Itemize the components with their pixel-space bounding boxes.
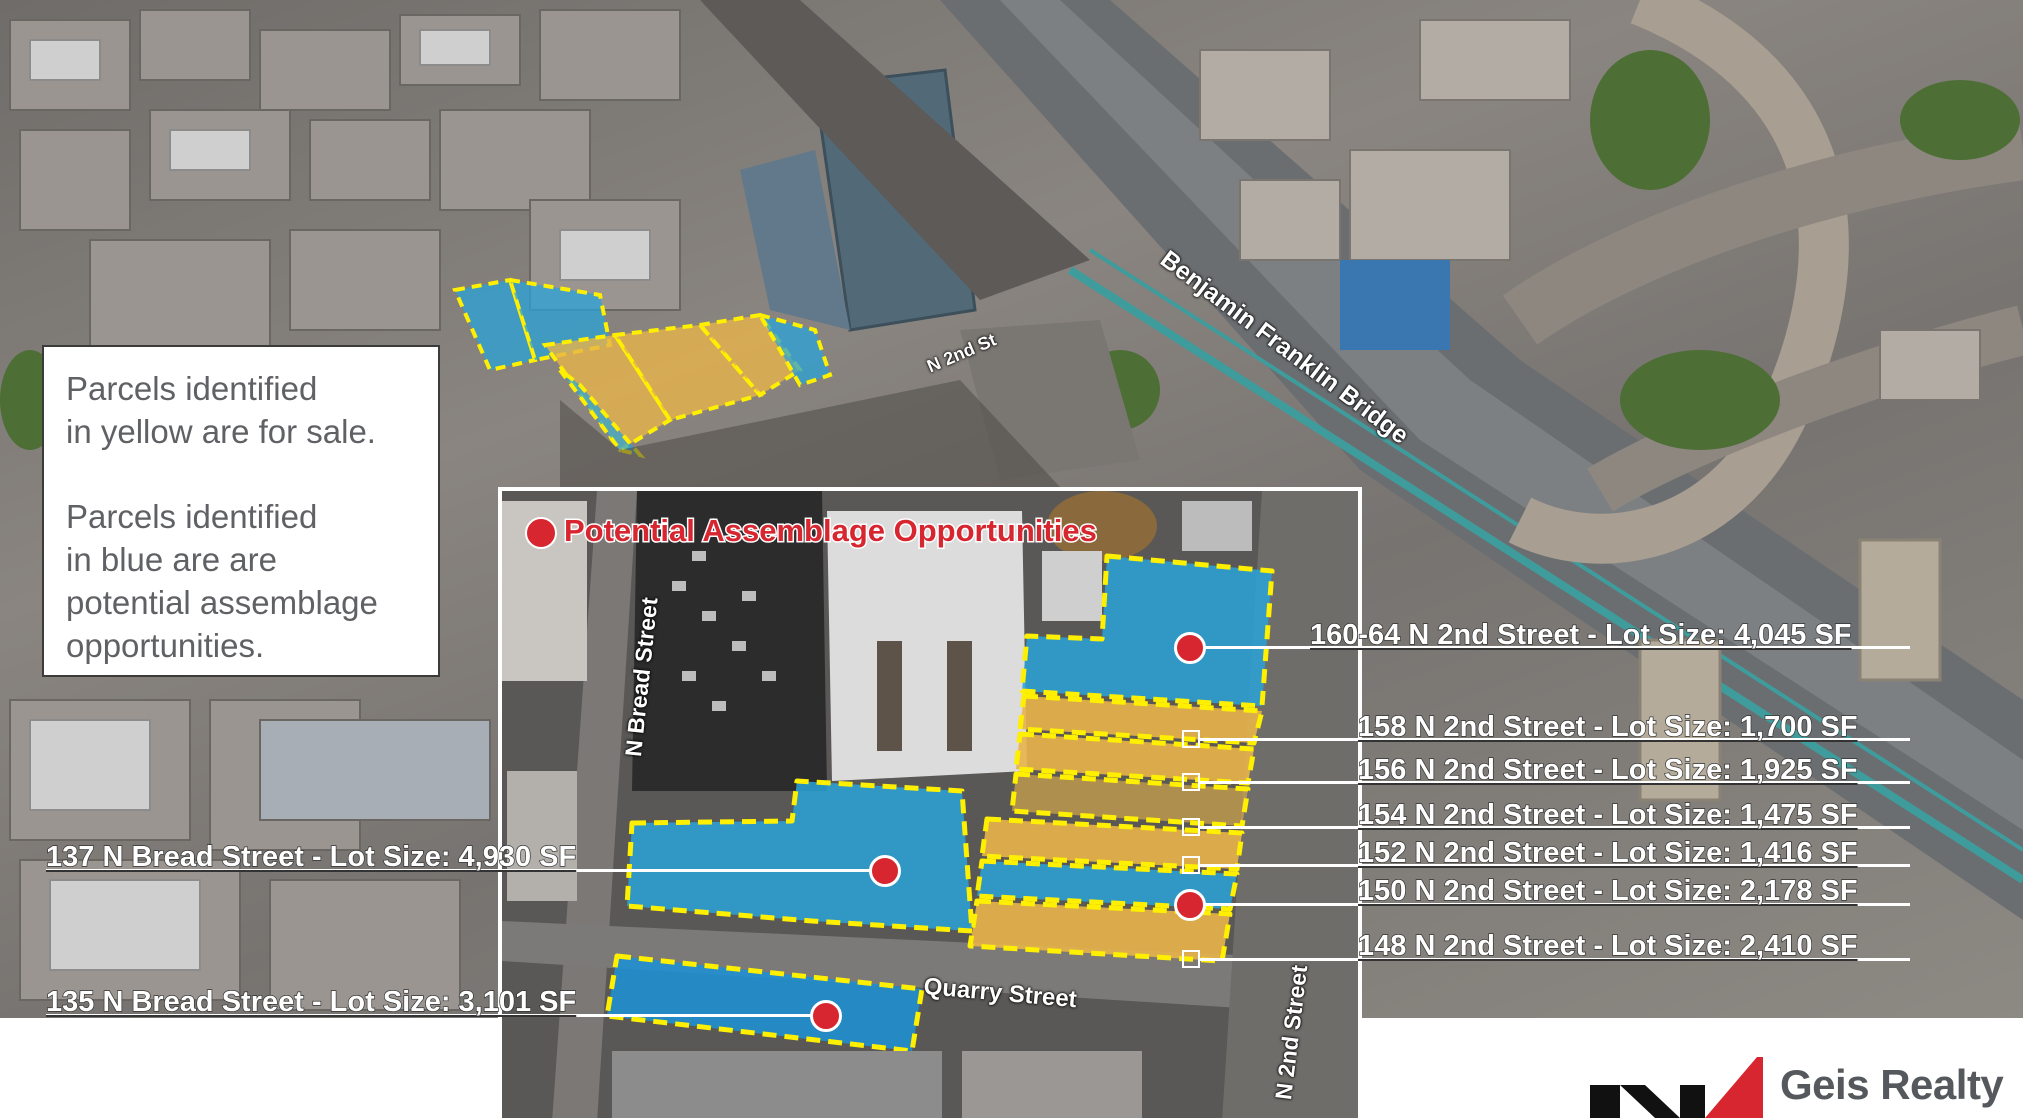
- lot-label-160-64: 160-64 N 2nd Street - Lot Size: 4,045 SF: [1309, 619, 1852, 651]
- legend-assemblage-text: Parcels identified in blue are are poten…: [66, 495, 416, 667]
- lot-label-135-bread: 135 N Bread Street - Lot Size: 3,101 SF: [45, 986, 577, 1018]
- aerial-drawing: [0, 0, 2023, 1011]
- legend-line-5: potential assemblage: [66, 584, 378, 621]
- nai-logo-mark: [1590, 1057, 1763, 1118]
- lot-marker-148: [1182, 950, 1200, 968]
- lot-label-148: 148 N 2nd Street - Lot Size: 2,410 SF: [1357, 930, 1858, 962]
- lot-pin-135-bread: [810, 1000, 842, 1032]
- lot-pin-160-64: [1174, 632, 1206, 664]
- lot-label-158: 158 N 2nd Street - Lot Size: 1,700 SF: [1357, 711, 1858, 743]
- lot-label-137-bread: 137 N Bread Street - Lot Size: 4,930 SF: [45, 841, 577, 873]
- lot-label-154: 154 N 2nd Street - Lot Size: 1,475 SF: [1357, 799, 1858, 831]
- title-pin-icon: [525, 517, 557, 549]
- legend-line-4: in blue are are: [66, 541, 277, 578]
- inset-title: Potential Assemblage Opportunities: [563, 512, 1099, 550]
- lot-marker-152: [1182, 856, 1200, 874]
- lot-marker-156: [1182, 773, 1200, 791]
- legend-line-2: in yellow are for sale.: [66, 413, 376, 450]
- lot-marker-158: [1182, 730, 1200, 748]
- leader-line-137-bread: [46, 869, 884, 872]
- leader-line-158: [1200, 738, 1910, 741]
- legend-for-sale-text: Parcels identified in yellow are for sal…: [66, 367, 416, 453]
- lot-label-152: 152 N 2nd Street - Lot Size: 1,416 SF: [1357, 837, 1858, 869]
- leader-line-160-64: [1188, 646, 1910, 649]
- lot-pin-137-bread: [869, 855, 901, 887]
- leader-line-135-bread: [46, 1014, 826, 1017]
- leader-line-156: [1200, 781, 1910, 784]
- aerial-photo: [0, 0, 2023, 1018]
- nai-geis-realty-logo: Geis Realty: [1585, 1055, 2023, 1118]
- legend-box: Parcels identified in yellow are for sal…: [42, 345, 440, 677]
- leader-line-154: [1200, 826, 1910, 829]
- inset-site-map: [498, 487, 1362, 1118]
- leader-line-152: [1200, 864, 1910, 867]
- legend-line-6: opportunities.: [66, 627, 265, 664]
- leader-line-150: [1188, 903, 1910, 906]
- lot-marker-154: [1182, 818, 1200, 836]
- leader-line-148: [1200, 958, 1910, 961]
- legend-line-3: Parcels identified: [66, 498, 318, 535]
- inset-drawing: [502, 491, 1358, 1118]
- logo-text: Geis Realty: [1780, 1061, 2004, 1108]
- legend-line-1: Parcels identified: [66, 370, 318, 407]
- lot-label-156: 156 N 2nd Street - Lot Size: 1,925 SF: [1357, 754, 1858, 786]
- lot-pin-150: [1174, 889, 1206, 921]
- lot-label-150: 150 N 2nd Street - Lot Size: 2,178 SF: [1357, 875, 1858, 907]
